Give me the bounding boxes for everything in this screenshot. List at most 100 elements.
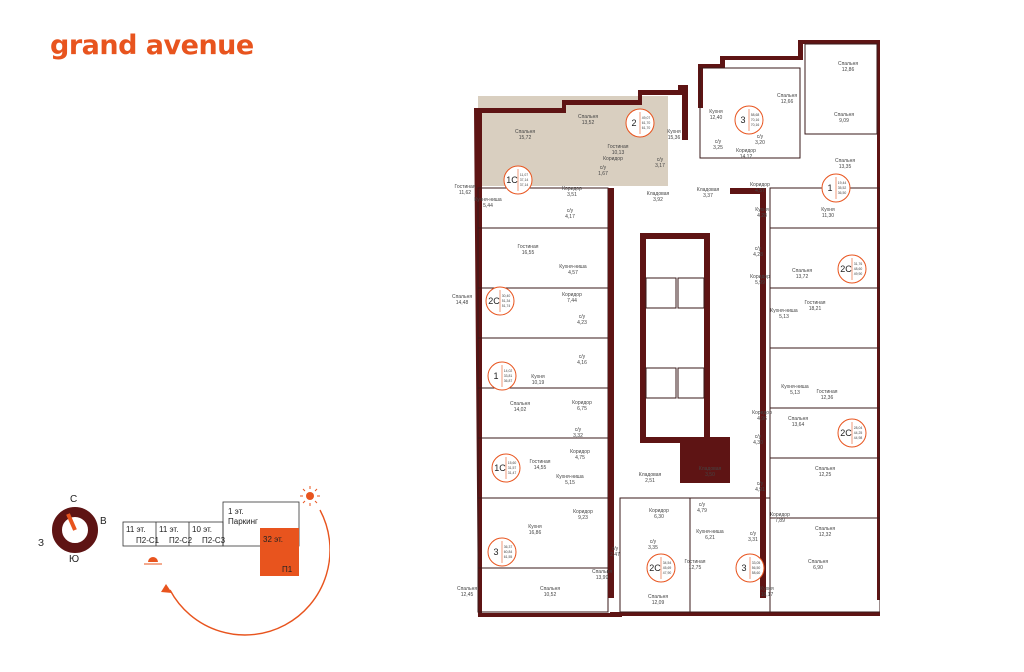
room-area: 4,96	[757, 416, 767, 422]
unit-area: 51,34	[502, 299, 511, 303]
room-area: 1,67	[598, 171, 608, 177]
room-label: Коридор	[736, 148, 756, 154]
room-label: Кладовая	[699, 466, 722, 472]
room-area: 3,25	[713, 145, 723, 151]
room-label: Кухня-ниша	[781, 384, 809, 390]
room-label: Гостиная	[805, 300, 826, 306]
block2-code: П2-С2	[169, 536, 193, 545]
tower-block	[260, 528, 299, 576]
unit-area: 35,52	[838, 186, 847, 190]
room-label: Кладовая	[697, 187, 720, 193]
room-label: Коридор	[570, 449, 590, 455]
unit-area: 34,54	[663, 561, 672, 565]
room-label: с/у	[755, 246, 762, 252]
parking-label: Паркинг	[228, 517, 258, 526]
room-label: Коридор	[562, 292, 582, 298]
room-area: 12,09	[652, 600, 665, 606]
unit-area: 49,90	[854, 272, 863, 276]
room-area: 9,09	[839, 118, 849, 124]
sun-path	[144, 486, 330, 636]
unit-area: 44,98	[854, 436, 863, 440]
room-label: Спальня	[540, 586, 560, 592]
unit-area: 47,90	[663, 571, 672, 575]
unit-area: 31,47	[508, 471, 517, 475]
room-area: 2,51	[645, 478, 655, 484]
room-label: Кухня	[821, 207, 835, 213]
room-area: 14,55	[534, 465, 547, 471]
room-label: с/у	[579, 314, 586, 320]
room-area: 3,17	[655, 163, 665, 169]
unit-area: 28,04	[854, 426, 863, 430]
room-area: 4,28	[753, 252, 763, 258]
room-labels: Спальня15,72Спальня13,52Гостиная10,13Кух…	[452, 61, 858, 606]
room-label: Гостиная	[455, 184, 476, 190]
room-label: Кухня-ниша	[474, 197, 502, 203]
unit-type: 2С	[840, 264, 852, 274]
room-area: 4,17	[565, 214, 575, 220]
unit-area: 44,25	[854, 431, 863, 435]
room-label: с/у	[575, 427, 582, 433]
room-label: с/у	[650, 539, 657, 545]
room-label: Гостиная	[685, 559, 706, 565]
room-area: 12,75	[689, 565, 702, 571]
room-area: 12,36	[821, 395, 834, 401]
room-area: 4,30	[753, 440, 763, 446]
unit-type: 3	[741, 563, 746, 573]
room-area: 10,13	[612, 150, 625, 156]
room-label: Спальня	[452, 294, 472, 300]
room-label: Гостиная	[817, 389, 838, 395]
room-area: 4,57	[755, 188, 765, 194]
unit-area: 49,07	[642, 116, 651, 120]
compass-needle	[66, 513, 77, 531]
room-area: 15,36	[668, 135, 681, 141]
compass: С В Ю З	[38, 494, 107, 565]
room-area: 4,16	[577, 360, 587, 366]
compass-e: В	[100, 516, 107, 527]
room-label: Коридор	[649, 508, 669, 514]
unit-area: 31,57	[508, 466, 517, 470]
room-area: 3,35	[648, 545, 658, 551]
room-area: 14,48	[456, 300, 469, 306]
room-area: 13,72	[796, 274, 809, 280]
room-area: 4,28	[757, 213, 767, 219]
room-area: 12,86	[842, 67, 855, 73]
room-area: 14,12	[740, 154, 753, 160]
sun-icon	[306, 492, 314, 500]
room-label: Гостиная	[518, 244, 539, 250]
room-area: 6,30	[654, 514, 664, 520]
room-label: с/у	[715, 139, 722, 145]
room-label: Коридор	[573, 509, 593, 515]
room-area: 3,37	[703, 193, 713, 199]
unit-area: 61,70	[642, 121, 651, 125]
room-label: Гостиная	[608, 144, 629, 150]
room-area: 4,57	[568, 270, 578, 276]
block2-floors: 11 эт.	[159, 525, 178, 534]
room-area: 4,91	[755, 487, 765, 493]
room-area: 6,21	[705, 535, 715, 541]
room-area: 5,99	[755, 280, 765, 286]
unit-area: 58,60	[752, 571, 761, 575]
room-area: 5,15	[565, 480, 575, 486]
unit-type: 1С	[506, 175, 518, 185]
room-label: Кухня-ниша	[770, 308, 798, 314]
room-area: 18,21	[809, 306, 822, 312]
room-label: Кухня	[709, 109, 723, 115]
room-area: 16,55	[522, 250, 535, 256]
room-area: 4,23	[577, 320, 587, 326]
unit-area: 31,76	[854, 262, 863, 266]
room-label: Кухня	[528, 524, 542, 530]
site-blocks: 11 эт. П2-С1 11 эт. П2-С2 10 эт. П2-С3 1…	[122, 501, 300, 576]
unit-type: 2С	[649, 563, 661, 573]
